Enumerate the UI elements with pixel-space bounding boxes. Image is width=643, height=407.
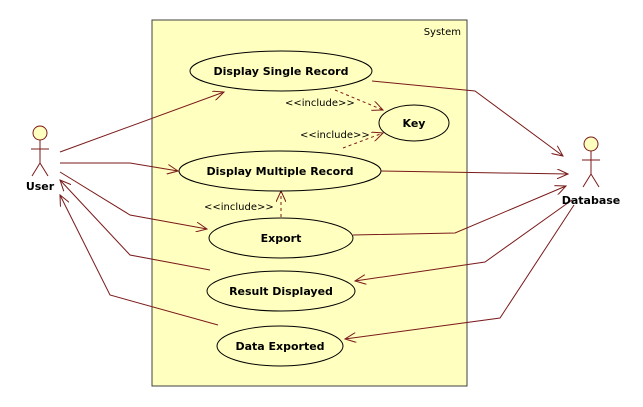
include-multiple-key	[342, 133, 383, 149]
include-label-single-key: <<include>>	[285, 98, 355, 109]
include-dependencies	[281, 89, 383, 217]
assoc-database-dataexported	[345, 204, 575, 339]
use-case-display-multiple-record[interactable]: Display Multiple Record	[178, 150, 382, 192]
use-case-result-displayed[interactable]: Result Displayed	[206, 270, 356, 312]
use-case-label: Data Exported	[235, 340, 324, 353]
use-case-label: Result Displayed	[229, 285, 333, 298]
actor-database[interactable]: Database	[562, 136, 621, 207]
assoc-user-display-single	[59, 92, 224, 153]
actor-label: Database	[562, 194, 621, 207]
system-label: System	[424, 27, 461, 38]
assoc-display-single-database	[371, 80, 563, 156]
actor-user[interactable]: User	[26, 125, 55, 193]
assoc-user-export	[59, 171, 207, 229]
include-label-multiple-key: <<include>>	[300, 130, 370, 141]
user-stick-figure-icon	[31, 125, 49, 177]
include-single-key	[334, 89, 383, 110]
assoc-user-display-multiple	[60, 162, 178, 171]
assoc-result-to-user	[60, 180, 211, 271]
assoc-export-database	[352, 186, 566, 236]
include-label-export-multiple: <<include>>	[204, 202, 274, 213]
use-case-data-exported[interactable]: Data Exported	[216, 325, 344, 367]
assoc-database-result	[355, 199, 573, 281]
association-lines	[59, 80, 575, 339]
use-case-label: Key	[403, 117, 426, 130]
actor-label: User	[26, 180, 55, 193]
use-case-label: Display Multiple Record	[207, 165, 354, 178]
assoc-dataexported-to-user	[60, 195, 219, 326]
use-case-display-single-record[interactable]: Display Single Record	[189, 50, 373, 92]
database-stick-figure-icon	[582, 136, 600, 188]
use-case-export[interactable]: Export	[208, 217, 354, 259]
use-case-key[interactable]: Key	[378, 104, 450, 142]
use-case-label: Export	[261, 232, 302, 245]
use-case-label: Display Single Record	[214, 65, 349, 78]
assoc-display-multiple-database	[378, 171, 568, 174]
